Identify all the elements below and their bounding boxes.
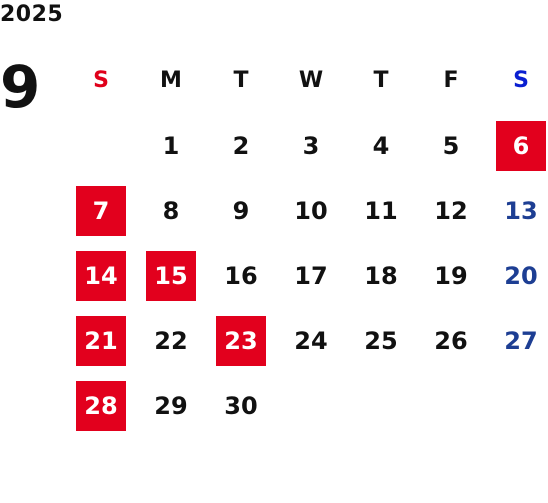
day-cell: 15 [136,243,206,308]
date-number: 12 [434,196,468,225]
holiday-date: 6 [496,120,546,171]
holiday-date: 15 [146,250,196,301]
day-cell: 22 [136,308,206,373]
date-number: 9 [232,196,250,225]
date-number: 16 [224,261,258,290]
day-cell: 4 [346,113,416,178]
date-number [426,381,476,431]
date-number: 22 [154,326,188,355]
date-number: 11 [364,196,398,225]
weekday-header: S [93,68,109,93]
day-cell: 14 [66,243,136,308]
day-cell: 25 [346,308,416,373]
date-number: 25 [364,326,398,355]
holiday-date: 14 [76,250,126,301]
month-label: 9 [0,53,41,121]
date-number: 5 [442,131,460,160]
day-cell: 5 [416,113,486,178]
day-cell: 10 [276,178,346,243]
weekday-header: T [233,68,249,93]
date-number: 26 [434,326,468,355]
date-number: 29 [154,391,188,420]
date-number [76,121,126,171]
holiday-date: 23 [216,315,266,366]
date-number: 1 [162,131,180,160]
day-cell: 12 [416,178,486,243]
date-number: 17 [294,261,328,290]
holiday-date: 28 [76,380,126,431]
weekday-header: F [443,68,459,93]
day-cell: 13 [486,178,548,243]
date-number: 20 [504,261,538,290]
day-cell: 23 [206,308,276,373]
date-number [356,381,406,431]
day-cell: 18 [346,243,416,308]
year-label: 2025 [0,2,64,27]
holiday-date: 7 [76,185,126,236]
day-cell: 11 [346,178,416,243]
date-number: 27 [504,326,538,355]
day-cell: 19 [416,243,486,308]
day-cell: 3 [276,113,346,178]
date-number: 10 [294,196,328,225]
day-cell: 17 [276,243,346,308]
date-number: 8 [162,196,180,225]
weekday-header: S [513,68,529,93]
date-number: 13 [504,196,538,225]
date-number [286,381,336,431]
day-cell [486,373,548,438]
day-cell: 8 [136,178,206,243]
date-number: 30 [224,391,258,420]
weekday-header: W [298,68,324,93]
day-cell: 6 [486,113,548,178]
date-number: 3 [302,131,320,160]
weekday-header: M [160,68,182,93]
date-number: 2 [232,131,250,160]
day-cell: 30 [206,373,276,438]
day-cell: 16 [206,243,276,308]
day-cell: 1 [136,113,206,178]
day-cell [346,373,416,438]
day-cell [276,373,346,438]
day-cell: 9 [206,178,276,243]
weekday-header: T [373,68,389,93]
day-cell [416,373,486,438]
date-number: 19 [434,261,468,290]
day-cell: 24 [276,308,346,373]
day-cell: 26 [416,308,486,373]
day-cell: 27 [486,308,548,373]
day-cell [66,113,136,178]
date-number: 18 [364,261,398,290]
date-number: 4 [372,131,390,160]
date-number: 24 [294,326,328,355]
day-cell: 7 [66,178,136,243]
day-cell: 2 [206,113,276,178]
holiday-date: 21 [76,315,126,366]
day-cell: 20 [486,243,548,308]
day-cell: 28 [66,373,136,438]
day-cell: 21 [66,308,136,373]
date-number [496,381,546,431]
day-cell: 29 [136,373,206,438]
